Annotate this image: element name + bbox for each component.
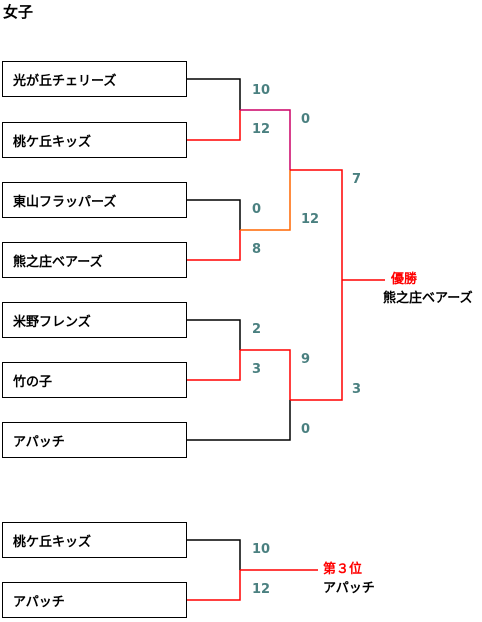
team-box-t5[interactable]: 米野フレンズ xyxy=(2,302,187,338)
team-box-t7[interactable]: アパッチ xyxy=(2,422,187,458)
team-box-t8[interactable]: 桃ケ丘キッズ xyxy=(2,522,187,558)
score-r2-bot-a: 9 xyxy=(301,352,311,367)
champion-team: 熊之庄ベアーズ xyxy=(383,291,473,306)
team-box-t1[interactable]: 光が丘チェリーズ xyxy=(2,61,187,97)
score-r1-t3: 0 xyxy=(252,202,262,217)
score-r1-t5: 2 xyxy=(252,322,262,337)
third-place-team: アパッチ xyxy=(323,581,375,596)
line-t7 xyxy=(187,400,291,441)
team-box-t2[interactable]: 桃ケ丘キッズ xyxy=(2,122,187,158)
line-final-bottom xyxy=(290,280,343,401)
score-r1-t1: 10 xyxy=(252,83,271,98)
team-box-t3[interactable]: 東山フラッパーズ xyxy=(2,182,187,218)
third-place-label: 第３位 xyxy=(323,562,363,577)
score-r2-top-b: 12 xyxy=(301,212,320,227)
line-t5 xyxy=(187,319,241,350)
line-t4 xyxy=(187,230,241,261)
page-title: 女子 xyxy=(3,3,34,21)
team-box-t9[interactable]: アパッチ xyxy=(2,582,187,618)
score-r2-bot-b: 0 xyxy=(301,422,311,437)
line-t6 xyxy=(187,350,241,381)
score-r1-t4: 8 xyxy=(252,242,262,257)
line-t2 xyxy=(187,110,241,141)
champion-label: 優勝 xyxy=(391,272,418,287)
score-third-a: 10 xyxy=(252,542,271,557)
line-m3-winner xyxy=(240,349,291,400)
team-box-t4[interactable]: 熊之庄ベアーズ xyxy=(2,242,187,278)
line-t1 xyxy=(187,78,241,110)
score-third-b: 12 xyxy=(252,582,271,597)
line-m1-winner xyxy=(240,109,291,170)
team-box-t6[interactable]: 竹の子 xyxy=(2,362,187,398)
score-final-bottom: 3 xyxy=(352,382,362,397)
score-final-top: 7 xyxy=(352,172,362,187)
line-t3 xyxy=(187,199,241,230)
line-final-top xyxy=(290,169,343,280)
line-t9 xyxy=(187,570,241,601)
line-m2-winner xyxy=(240,170,291,231)
score-r2-top-a: 0 xyxy=(301,112,311,127)
score-r1-t2: 12 xyxy=(252,122,271,137)
line-t8 xyxy=(187,539,241,570)
score-r1-t6: 3 xyxy=(252,362,262,377)
